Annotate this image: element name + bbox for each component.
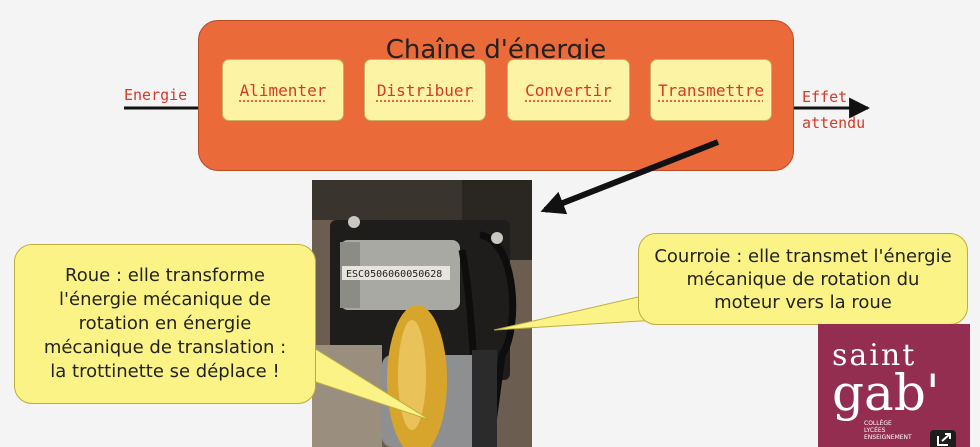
wheel-callout-line: la trottinette se déplace ! — [50, 361, 280, 382]
wheel-callout-line: mécanique de translation : — [43, 337, 287, 358]
logo-line1: saint — [832, 338, 917, 373]
input-label: Energie — [124, 86, 188, 104]
stage-distribuer: Distribuer — [364, 59, 486, 121]
stage-label: Alimenter — [239, 80, 327, 100]
wheel-callout-line: l'énergie mécanique de — [59, 289, 271, 310]
output-label-line1: Effet — [802, 88, 848, 106]
stage-transmettre: Transmettre — [650, 59, 772, 121]
output-label-line2: attendu — [802, 114, 866, 132]
belt-callout: Courroie : elle transmet l'énergie mécan… — [638, 233, 968, 325]
stage-label: Convertir — [525, 80, 612, 100]
belt-callout-line: Courroie : elle transmet l'énergie — [654, 245, 952, 267]
external-link-icon[interactable] — [928, 428, 958, 447]
stage-convertir: Convertir — [507, 59, 630, 121]
saint-gab-logo: saint gab' COLLÈGE LYCÉES ENSEIGNEMENT — [818, 324, 970, 447]
stage-label: Distribuer — [376, 80, 474, 100]
wheel-callout: Roue : elle transforme l'énergie mécaniq… — [14, 244, 316, 404]
logo-line2: gab' — [832, 364, 940, 422]
belt-callout-line: mécanique de rotation du — [686, 268, 920, 290]
belt-callout-line: moteur vers la roue — [714, 291, 892, 313]
logo-small-text: COLLÈGE LYCÉES ENSEIGNEMENT — [864, 420, 912, 441]
logo-small-line: ENSEIGNEMENT — [864, 434, 912, 441]
motor-photo: ESC0506060050628 — [312, 180, 532, 447]
stage-alimenter: Alimenter — [222, 59, 344, 121]
wheel-callout-line: Roue : elle transforme — [65, 265, 265, 286]
wheel-callout-line: rotation en énergie — [78, 313, 252, 334]
transmettre-to-photo-arrow — [540, 139, 720, 215]
sticker-text: ESC0506060050628 — [346, 269, 442, 280]
stage-label: Transmettre — [658, 80, 764, 100]
logo-small-line: COLLÈGE — [864, 420, 892, 427]
logo-small-line: LYCÉES — [864, 427, 886, 434]
motor-photo-drawing: ESC0506060050628 — [312, 180, 532, 447]
